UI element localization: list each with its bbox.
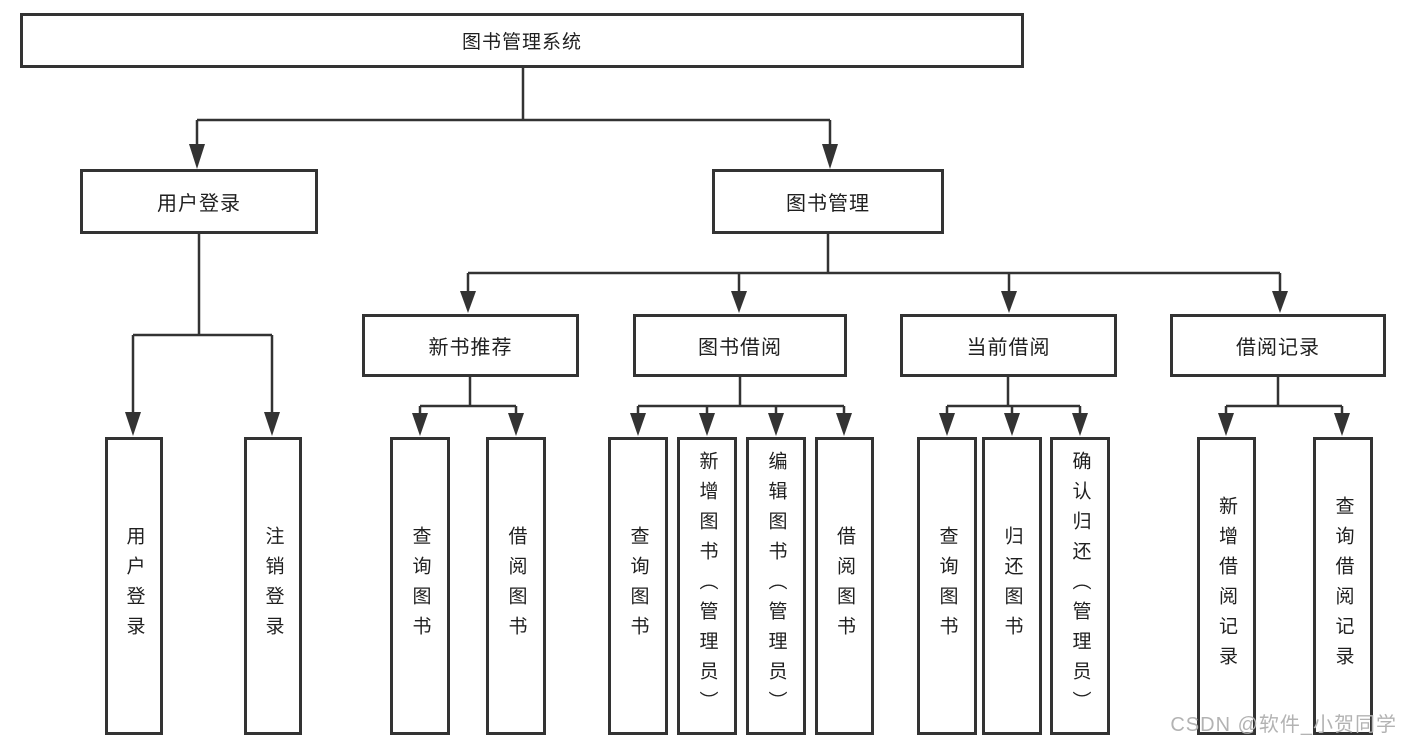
leaf-logout: 注销登录 [244,437,302,735]
node-book-borrow: 图书借阅 [633,314,847,377]
csdn-watermark: CSDN @软件_小贺同学 [1170,714,1397,736]
leaf-current-return-book: 归还图书 [982,437,1042,735]
leaf-user-login: 用户登录 [105,437,163,735]
node-root: 图书管理系统 [20,13,1024,68]
leaf-record-query-record: 查询借阅记录 [1313,437,1373,735]
leaf-record-add-record: 新增借阅记录 [1197,437,1256,735]
node-user-login: 用户登录 [80,169,318,234]
leaf-borrow-borrow-book: 借阅图书 [815,437,874,735]
leaf-recommend-query-book: 查询图书 [390,437,450,735]
node-borrow-record: 借阅记录 [1170,314,1386,377]
arrowhead-group [125,144,1350,436]
leaf-current-query-book: 查询图书 [917,437,977,735]
leaf-borrow-query-book: 查询图书 [608,437,668,735]
leaf-borrow-add-book-admin: 新增图书（管理员） [677,437,737,735]
node-book-management: 图书管理 [712,169,944,234]
leaf-recommend-borrow-book: 借阅图书 [486,437,546,735]
leaf-current-confirm-return-admin: 确认归还（管理员） [1050,437,1110,735]
node-new-book-recommend: 新书推荐 [362,314,579,377]
leaf-borrow-edit-book-admin: 编辑图书（管理员） [746,437,806,735]
node-current-borrow: 当前借阅 [900,314,1117,377]
